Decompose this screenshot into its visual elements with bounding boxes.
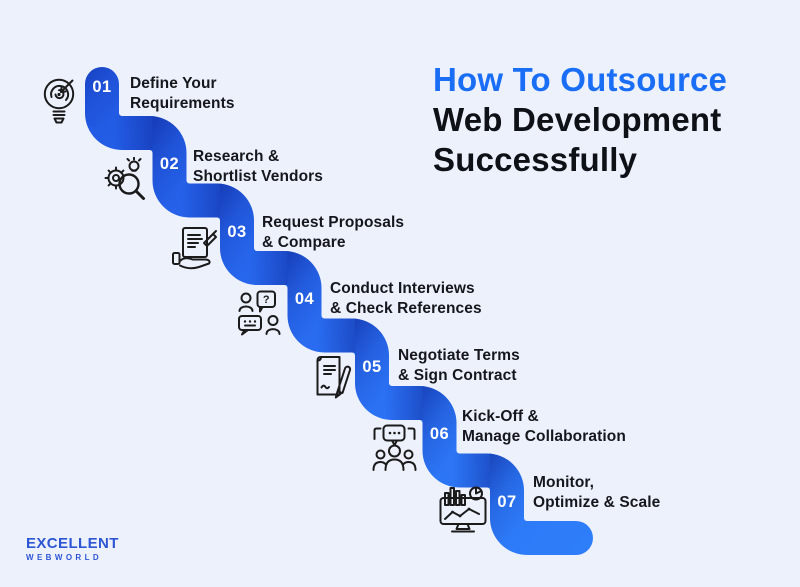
step-label: Monitor, Optimize & Scale [533,474,661,511]
question-mark-glyph: ? [263,294,270,306]
step-number: 04 [294,290,315,308]
ribbon-fold-shadows [85,67,524,542]
logo-wordmark-bottom: WEBWORLD [26,553,103,562]
title-highlight-line: How To Outsource [433,61,728,98]
step-label: Conduct Interviews & Check References [330,280,482,317]
step-number: 05 [362,357,382,376]
hand-document-icon [171,226,219,272]
gear-magnifier-icon [103,157,147,204]
step-label: Request Proposals & Compare [262,214,405,251]
team-speech-icon [370,424,419,474]
analytics-monitor-icon [438,484,488,536]
excellent-webworld-logo: EXCELLENT WEBWORLD [26,536,119,563]
title-line-3: Successfully [433,141,638,178]
step-number: 06 [429,425,450,443]
step-label: Define Your Requirements [130,75,235,112]
step-number: 02 [159,155,180,173]
step-number: 03 [227,222,247,241]
page-title: How To Outsource Web Development Success… [433,60,727,180]
contract-pen-icon [308,354,352,401]
logo-wordmark-top: EXCELLENT [26,535,119,552]
step-number: 01 [92,78,112,96]
title-line-2: Web Development [433,101,722,138]
target-lightbulb-icon [42,78,76,125]
people-chat-icon: ? [237,290,283,340]
step-label: Research & Shortlist Vendors [193,148,324,185]
step-number: 07 [497,492,517,511]
step-label: Negotiate Terms & Sign Contract [398,347,520,384]
step-label: Kick-Off & Manage Collaboration [462,408,626,445]
